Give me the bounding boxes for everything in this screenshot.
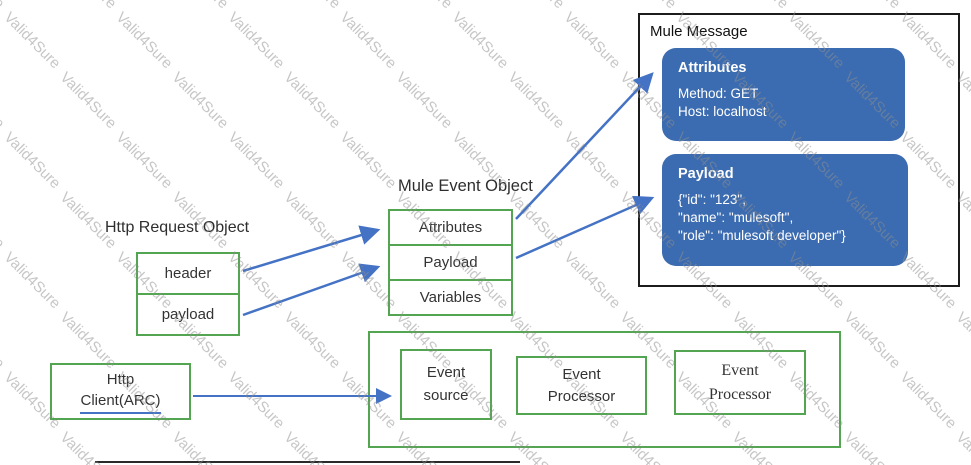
watermark-text: Valid4Sure: [393, 0, 456, 12]
http-client-line2: Client(ARC): [80, 390, 161, 414]
mule-event-row-payload: Payload: [388, 244, 513, 281]
watermark-text: Valid4Sure: [0, 248, 64, 313]
watermark-text: Valid4Sure: [448, 8, 512, 73]
watermark-text: Valid4Sure: [560, 8, 624, 73]
watermark-text: Valid4Sure: [56, 68, 120, 133]
event-processor-box-1: Event Processor: [516, 356, 647, 415]
watermark-text: Valid4Sure: [112, 8, 176, 73]
http-request-object-label: Http Request Object: [105, 219, 250, 236]
mule-message-title: Mule Message: [650, 23, 748, 40]
arrow-attributes-to-mule-message: [515, 72, 654, 220]
payload-line-2: "name": "mulesoft",: [678, 210, 794, 226]
arrow-payload-to-payload: [242, 263, 381, 317]
bottom-crop-line: [95, 461, 520, 463]
mule-message-panel: Mule Message Attributes Method: GET Host…: [638, 13, 960, 287]
mule-event-object-table: Attributes Payload Variables: [388, 209, 513, 316]
watermark-text: Valid4Sure: [0, 0, 8, 12]
watermark-text: Valid4Sure: [224, 368, 288, 433]
watermark-text: Valid4Sure: [952, 428, 971, 465]
http-request-row-header: header: [136, 252, 240, 295]
watermark-text: Valid4Sure: [169, 0, 232, 12]
attributes-box-title: Attributes: [678, 60, 747, 76]
watermark-text: Valid4Sure: [504, 68, 568, 133]
watermark-text: Valid4Sure: [224, 128, 288, 193]
watermark-text: Valid4Sure: [0, 308, 8, 373]
watermark-text: Valid4Sure: [57, 0, 120, 12]
mule-event-row-variables: Variables: [388, 279, 513, 316]
watermark-text: Valid4Sure: [953, 0, 971, 12]
attributes-line-method: Method: GET: [678, 86, 759, 101]
watermark-text: Valid4Sure: [168, 428, 232, 465]
payload-line-3: "role": "mulesoft developer"}: [678, 228, 846, 244]
payload-box-title: Payload: [678, 166, 734, 182]
payload-line-1: {"id": "123",: [678, 192, 746, 207]
watermark-text: Valid4Sure: [0, 428, 8, 465]
watermark-text: Valid4Sure: [896, 368, 960, 433]
watermark-text: Valid4Sure: [617, 0, 680, 12]
http-client-box: Http Client(ARC): [50, 363, 191, 420]
watermark-text: Valid4Sure: [280, 188, 344, 253]
watermark-text: Valid4Sure: [280, 428, 344, 465]
watermark-text: Valid4Sure: [336, 8, 400, 73]
mule-message-payload-box: Payload {"id": "123", "name": "mulesoft"…: [662, 154, 908, 266]
arrow-payload-to-mule-message: [515, 195, 655, 260]
watermark-text: Valid4Sure: [280, 68, 344, 133]
http-request-object-table: header payload: [136, 252, 240, 336]
watermark-text: Valid4Sure: [168, 68, 232, 133]
watermark-text: Valid4Sure: [841, 0, 904, 12]
watermark-text: Valid4Sure: [840, 308, 904, 373]
watermark-text: Valid4Sure: [336, 128, 400, 193]
mule-event-row-attributes: Attributes: [388, 209, 513, 246]
watermark-text: Valid4Sure: [56, 428, 120, 465]
watermark-text: Valid4Sure: [280, 308, 344, 373]
event-source-box: Event source: [400, 349, 492, 420]
mule-message-attributes-box: Attributes Method: GET Host: localhost: [662, 48, 905, 141]
watermark-text: Valid4Sure: [392, 68, 456, 133]
event-processor-box-2: Event Processor: [674, 350, 806, 415]
mule-event-object-label: Mule Event Object: [398, 177, 533, 195]
watermark-text: Valid4Sure: [560, 248, 624, 313]
watermark-text: Valid4Sure: [281, 0, 344, 12]
watermark-text: Valid4Sure: [0, 68, 8, 133]
watermark-text: Valid4Sure: [0, 8, 64, 73]
watermark-text: Valid4Sure: [504, 188, 568, 253]
watermark-text: Valid4Sure: [0, 188, 8, 253]
watermark-text: Valid4Sure: [112, 128, 176, 193]
watermark-text: Valid4Sure: [952, 308, 971, 373]
http-client-line1: Http: [106, 371, 135, 388]
http-request-row-payload: payload: [136, 293, 240, 336]
attributes-line-host: Host: localhost: [678, 104, 767, 120]
watermark-text: Valid4Sure: [224, 8, 288, 73]
watermark-text: Valid4Sure: [505, 0, 568, 12]
watermark-text: Valid4Sure: [560, 128, 624, 193]
arrow-header-to-attributes: [242, 225, 381, 273]
watermark-text: Valid4Sure: [0, 128, 64, 193]
watermark-text: Valid4Sure: [840, 428, 904, 465]
watermark-text: Valid4Sure: [729, 0, 792, 12]
